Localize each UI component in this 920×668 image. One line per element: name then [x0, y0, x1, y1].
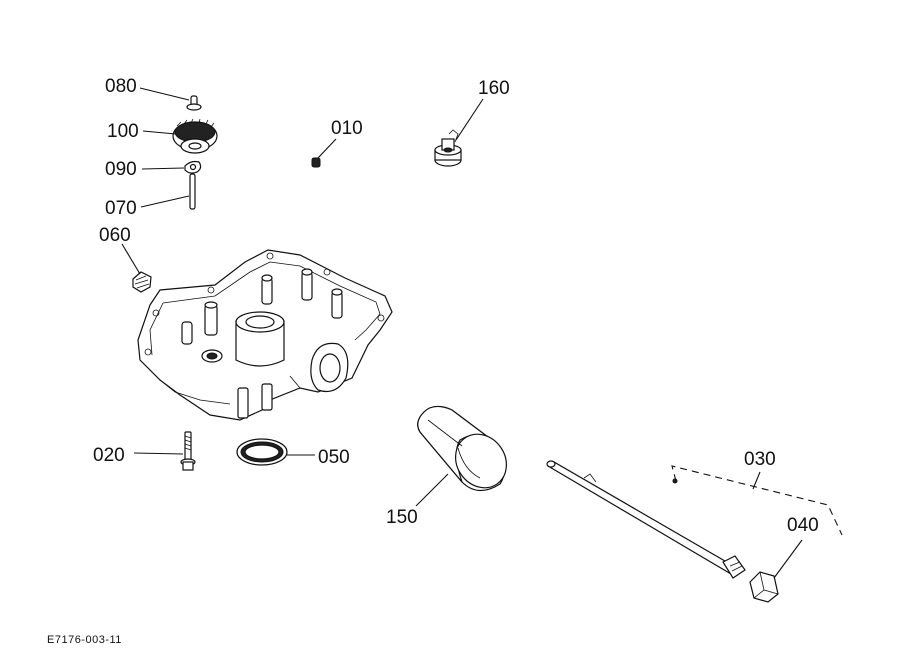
leader-060: [121, 243, 141, 275]
part-100-gear[interactable]: [172, 118, 218, 154]
label-040: 040: [787, 515, 819, 536]
part-050-gasket[interactable]: [236, 438, 288, 466]
part-060-plug[interactable]: [132, 271, 152, 293]
leader-150: [415, 473, 449, 507]
part-150-oil-filter[interactable]: [417, 405, 517, 497]
label-090: 090: [105, 159, 137, 180]
oil-pan-housing[interactable]: [137, 249, 393, 421]
leader-dot-030: [672, 478, 678, 484]
leader-100: [142, 130, 177, 135]
bracket-030: [671, 465, 843, 536]
label-150: 150: [386, 507, 418, 528]
label-070: 070: [105, 198, 137, 219]
figure-code: E7176-003-11: [47, 634, 122, 646]
leader-040: [773, 539, 803, 579]
leader-090: [141, 167, 185, 170]
leader-010: [317, 138, 337, 159]
part-030-dipstick-tube[interactable]: [546, 460, 746, 579]
part-090-plate[interactable]: [184, 160, 202, 174]
label-100: 100: [107, 121, 139, 142]
part-080-pin[interactable]: [186, 95, 202, 111]
part-040-cap[interactable]: [749, 571, 779, 603]
label-020: 020: [93, 445, 125, 466]
label-030: 030: [744, 449, 776, 470]
label-050: 050: [318, 447, 350, 468]
leader-160: [455, 98, 484, 141]
part-070-shaft[interactable]: [189, 173, 196, 210]
leader-070: [140, 195, 190, 208]
part-160-sensor[interactable]: [434, 129, 462, 167]
label-060: 060: [99, 225, 131, 246]
label-080: 080: [105, 76, 137, 97]
leader-020: [133, 452, 184, 455]
part-010-plug[interactable]: [311, 157, 321, 168]
leader-080: [139, 87, 190, 101]
leader-030: [752, 471, 761, 490]
label-160: 160: [478, 78, 510, 99]
part-020-bolt[interactable]: [180, 431, 196, 471]
label-010: 010: [331, 118, 363, 139]
